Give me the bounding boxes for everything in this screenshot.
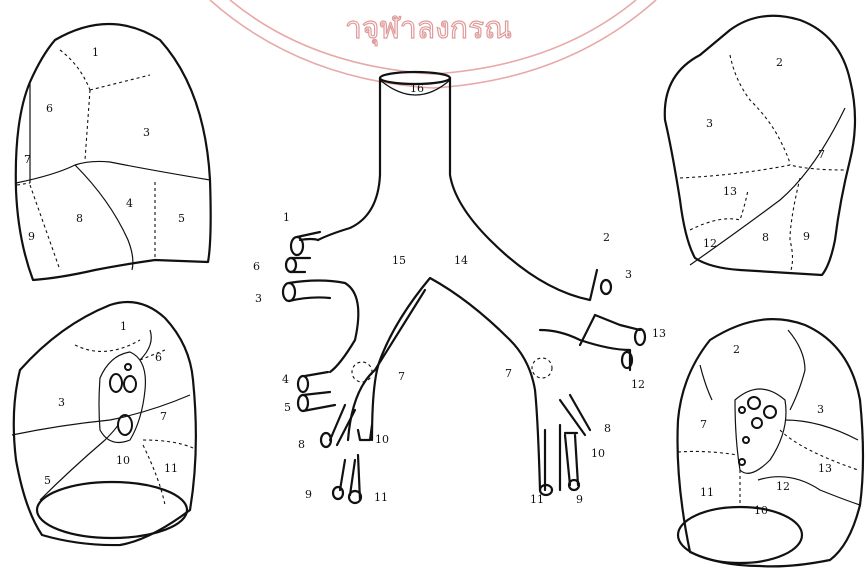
label-tr-11: 11 (374, 491, 388, 504)
label-tr-r9: 9 (576, 493, 583, 506)
label-tr-10: 10 (375, 433, 389, 446)
right-lung-lateral: 2 3 7 13 12 8 9 (665, 16, 855, 275)
label-rl-9: 9 (803, 230, 810, 243)
label-rm-3: 3 (817, 403, 824, 416)
label-tr-r7: 7 (505, 367, 512, 380)
label-tr-r11: 11 (530, 493, 544, 506)
label-rl-12: 12 (703, 237, 717, 250)
label-rm-12: 12 (776, 480, 790, 493)
label-tr-4: 4 (282, 373, 289, 386)
label-tr-1: 1 (283, 211, 290, 224)
label-rm-2: 2 (733, 343, 740, 356)
label-ll-7: 7 (24, 153, 31, 166)
label-tr-r13: 13 (652, 327, 666, 340)
label-rm-7: 7 (700, 418, 707, 431)
label-tr-r8: 8 (604, 422, 611, 435)
label-lr-1: 1 (120, 320, 127, 333)
label-rm-13: 13 (818, 462, 832, 475)
label-rl-3: 3 (706, 117, 713, 130)
label-lr-3: 3 (58, 396, 65, 409)
watermark-seal: าจุฬาลงกรณ (210, 0, 656, 88)
label-tr-r2: 2 (603, 231, 610, 244)
label-ll-8: 8 (76, 212, 83, 225)
label-ll-3: 3 (143, 126, 150, 139)
label-ll-1: 1 (92, 46, 99, 59)
label-tr-7: 7 (398, 370, 405, 383)
label-ll-5: 5 (178, 212, 185, 225)
label-rm-11: 11 (700, 486, 714, 499)
label-tr-5: 5 (284, 401, 291, 414)
label-tr-r10: 10 (591, 447, 605, 460)
watermark-text: าจุฬาลงกรณ (345, 11, 512, 47)
label-rl-7: 7 (818, 148, 825, 161)
label-tr-r3: 3 (625, 268, 632, 281)
label-lr-11: 11 (164, 462, 178, 475)
label-tr-r12: 12 (631, 378, 645, 391)
label-lr-6: 6 (155, 351, 162, 364)
label-lr-10: 10 (116, 454, 130, 467)
left-lung-medial: 1 6 3 7 5 10 11 (12, 302, 196, 545)
label-tr-8: 8 (298, 438, 305, 451)
bronchial-tree: 16 15 14 1 6 3 4 5 7 8 9 10 11 2 3 13 12… (253, 72, 666, 506)
label-tr-16: 16 (410, 82, 424, 95)
label-tr-3: 3 (255, 292, 262, 305)
label-rl-8: 8 (762, 231, 769, 244)
label-rl-13: 13 (723, 185, 737, 198)
right-lung-medial: 2 3 7 13 12 11 10 (678, 319, 864, 566)
label-tr-6: 6 (253, 260, 260, 273)
label-lr-7: 7 (160, 410, 167, 423)
label-lr-5: 5 (44, 474, 51, 487)
label-ll-6: 6 (46, 102, 53, 115)
left-lung-lateral: 1 6 3 7 8 4 5 9 (16, 24, 211, 280)
label-ll-4: 4 (126, 197, 133, 210)
label-rm-10: 10 (754, 504, 768, 517)
label-tr-15: 15 (392, 254, 406, 267)
label-tr-9: 9 (305, 488, 312, 501)
label-tr-14: 14 (454, 254, 468, 267)
label-ll-9: 9 (28, 230, 35, 243)
label-rl-2: 2 (776, 56, 783, 69)
